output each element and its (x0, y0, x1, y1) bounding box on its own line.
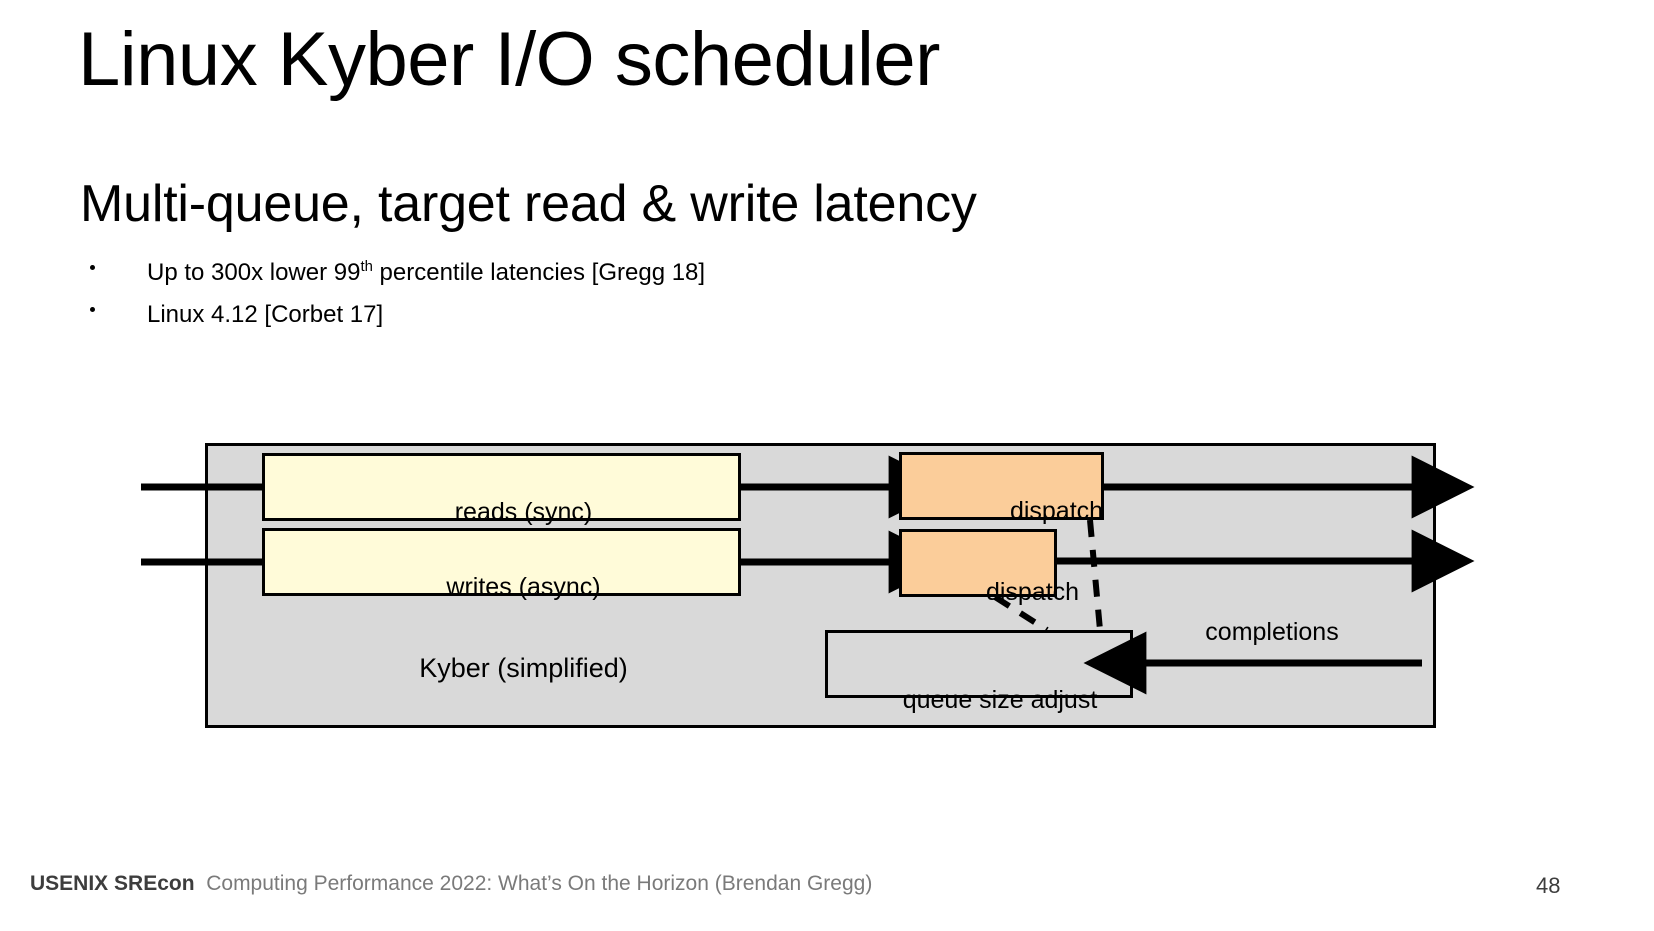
page-subtitle: Multi-queue, target read & write latency (80, 175, 977, 233)
box-label-dispatch-read: dispatch (1009, 497, 1104, 525)
footer: USENIX SREcon Computing Performance 2022… (30, 872, 872, 896)
list-item: Up to 300x lower 99th percentile latenci… (90, 258, 1190, 300)
box-label-reads: reads (sync) (454, 498, 593, 526)
page-number: 48 (1536, 873, 1561, 898)
bullet-dot-icon (90, 265, 95, 270)
footer-text: Computing Performance 2022: What’s On th… (206, 872, 873, 895)
box-label-queue-size-adjust: queue size adjust (902, 686, 1098, 714)
container-label-kyber: Kyber (simplified) (419, 653, 628, 683)
bullet-text-prefix: Up to 300x lower 99 (147, 259, 361, 286)
list-item: Linux 4.12 [Corbet 17] (90, 300, 1190, 342)
bullet-text: Linux 4.12 [Corbet 17] (147, 300, 383, 330)
box-label-dispatch-write: dispatch (985, 578, 1080, 606)
page-title: Linux Kyber I/O scheduler (78, 17, 940, 102)
box-label-writes: writes (async) (446, 573, 601, 601)
bullet-list: Up to 300x lower 99th percentile latenci… (90, 258, 1190, 342)
bullet-text-prefix: Linux 4.12 [Corbet 17] (147, 301, 384, 328)
bullet-text: Up to 300x lower 99th percentile latenci… (147, 258, 705, 288)
footer-brand: USENIX SREcon (30, 872, 195, 895)
bullet-text-superscript: th (360, 259, 373, 275)
dashed-link-dispatch-read (1087, 519, 1103, 631)
bullet-dot-icon (90, 307, 95, 312)
bullet-text-suffix: percentile latencies [Gregg 18] (372, 259, 706, 286)
edge-label-completions: completions (1205, 618, 1339, 646)
